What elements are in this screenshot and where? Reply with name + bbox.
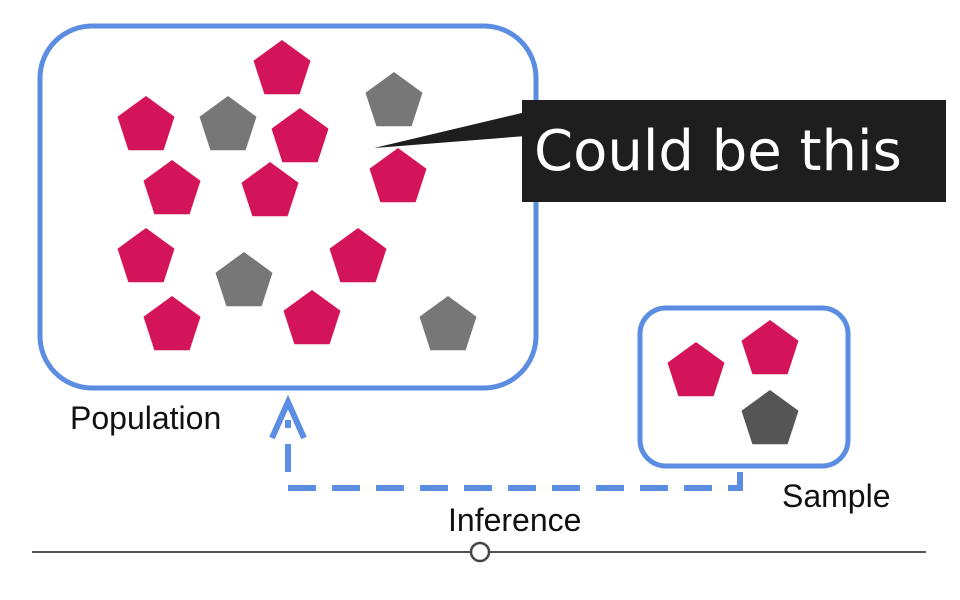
- pentagon-icon: [241, 162, 299, 217]
- sample-box: [637, 305, 851, 469]
- circle-handle-icon[interactable]: [469, 541, 491, 563]
- callout-pointer: [374, 112, 526, 148]
- pentagon-icon: [283, 290, 341, 345]
- pentagon-icon: [253, 40, 311, 95]
- pentagon-icon: [365, 72, 423, 127]
- pentagon-icon: [271, 108, 329, 163]
- population-label: Population: [70, 400, 222, 436]
- pentagon-icon: [215, 252, 273, 307]
- pentagon-icon: [199, 96, 257, 151]
- pentagon-icon: [117, 228, 175, 283]
- inference-label: Inference: [448, 502, 582, 538]
- inference-arrow: [285, 420, 743, 491]
- sample-items: [667, 320, 799, 445]
- pentagon-icon: [741, 390, 799, 445]
- sample-label: Sample: [782, 478, 891, 514]
- callout-box: Could be this: [522, 100, 946, 202]
- pentagon-icon: [117, 96, 175, 151]
- callout-text: Could be this: [534, 119, 902, 184]
- pentagon-icon: [143, 296, 201, 351]
- pentagon-icon: [741, 320, 799, 375]
- pentagon-icon: [329, 228, 387, 283]
- population-items: [117, 40, 477, 351]
- pentagon-icon: [667, 342, 725, 397]
- arrow-head-icon: [269, 394, 307, 440]
- pentagon-icon: [419, 296, 477, 351]
- pentagon-icon: [369, 148, 427, 203]
- population-box: [37, 23, 539, 391]
- pentagon-icon: [143, 160, 201, 215]
